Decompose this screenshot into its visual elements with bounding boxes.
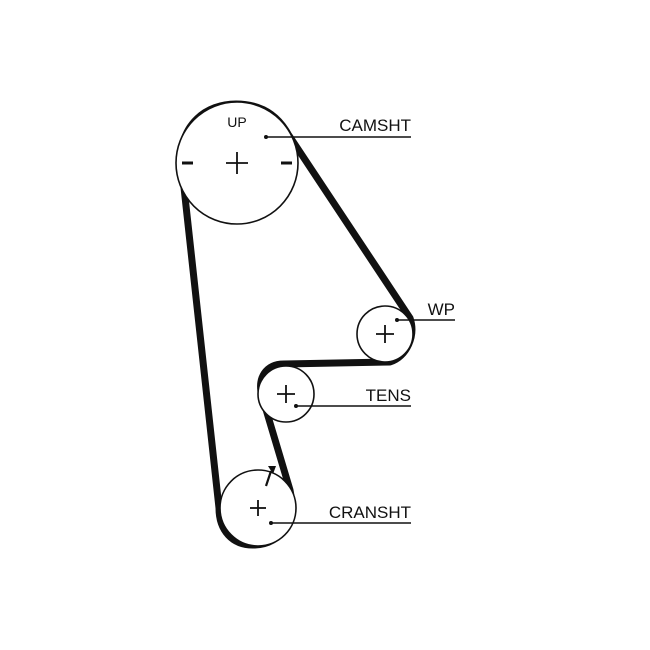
tensioner-callout: TENS	[294, 386, 411, 408]
crankshaft-callout: CRANSHT	[269, 503, 411, 525]
water-pump-callout: WP	[395, 300, 455, 322]
tensioner-pulley	[257, 365, 315, 423]
water-pump-label: WP	[428, 300, 455, 319]
camshaft-pulley: UP	[175, 101, 299, 225]
crankshaft-timing-mark	[264, 470, 273, 487]
crankshaft-timing-arrow-icon	[268, 466, 276, 474]
crankshaft-label: CRANSHT	[329, 503, 411, 522]
water-pump-pulley	[356, 305, 414, 363]
camshaft-callout: CAMSHT	[264, 116, 411, 139]
tensioner-label: TENS	[366, 386, 411, 405]
camshaft-label: CAMSHT	[339, 116, 411, 135]
up-label: UP	[227, 114, 246, 130]
crankshaft-pulley	[219, 466, 297, 547]
